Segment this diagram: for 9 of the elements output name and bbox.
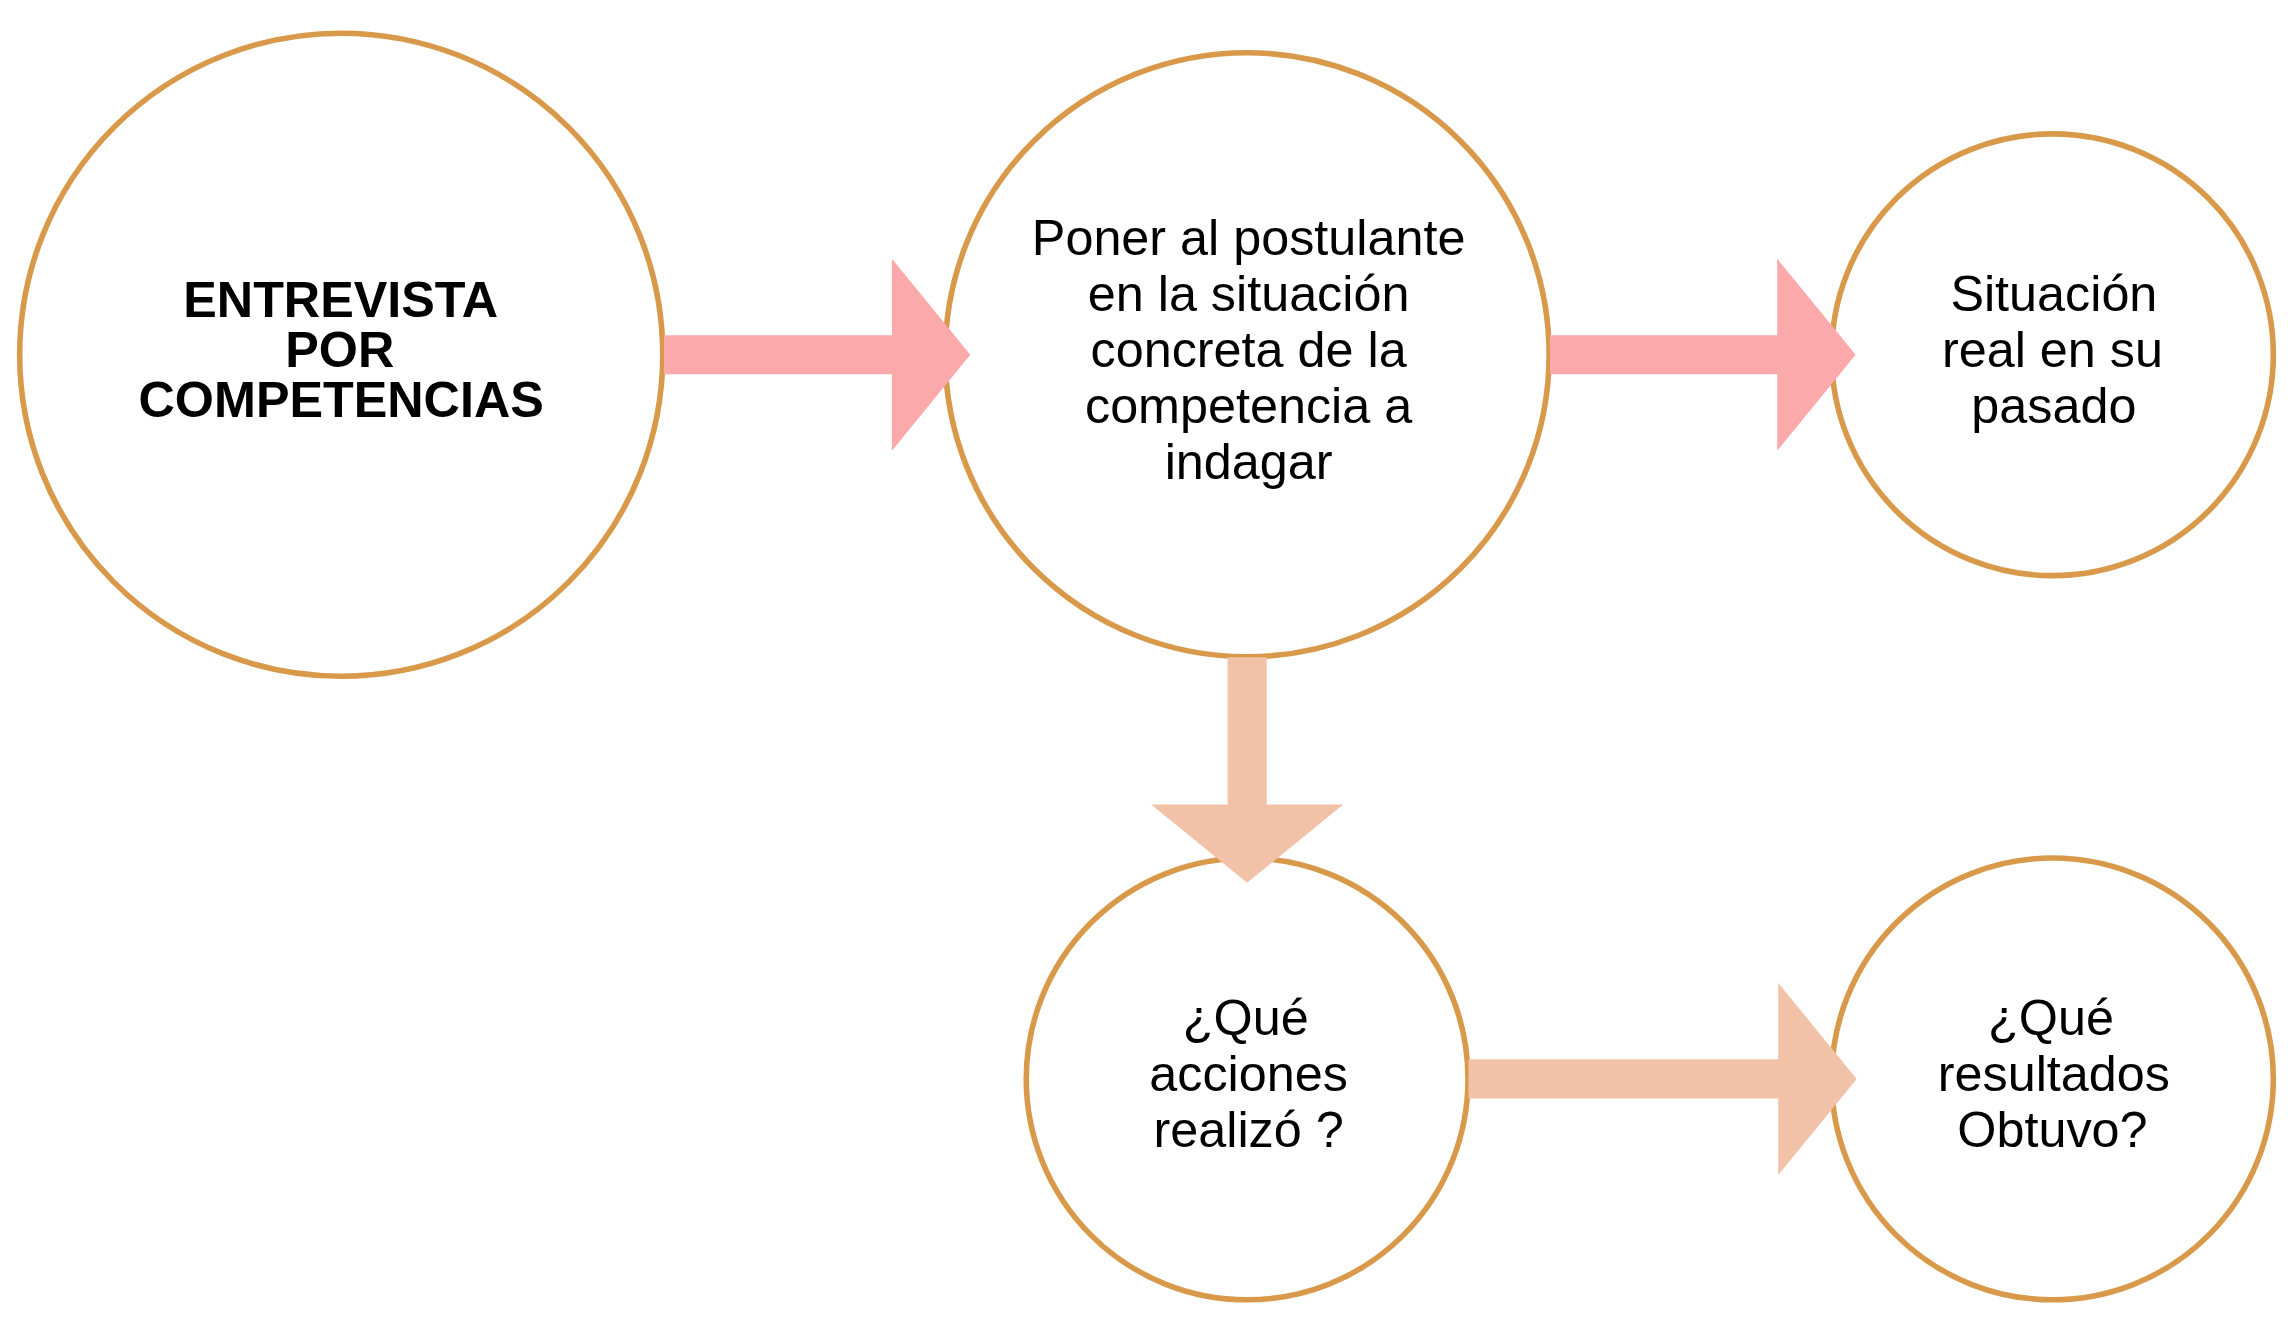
node-circle: Situación real en su pasado <box>1828 131 2277 579</box>
node-circle: ¿Qué acciones realizó ? <box>1023 855 1471 1303</box>
arrow <box>1468 982 1857 1175</box>
node-circle: Poner al postulante en la situación concreta de la competencia a indagar <box>942 49 1552 660</box>
arrow <box>664 258 971 451</box>
arrow <box>1151 657 1344 883</box>
node-circle: ENTREVISTA POR COMPETENCIAS <box>16 30 666 680</box>
node-circle: ¿Qué resultados Obtuvo? <box>1828 855 2277 1303</box>
arrow <box>1550 258 1856 451</box>
